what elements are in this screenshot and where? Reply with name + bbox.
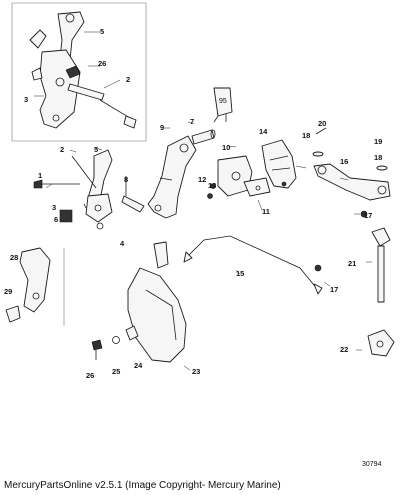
- label-5-inset: 5: [100, 27, 104, 36]
- label-14: 15: [236, 269, 244, 278]
- label-2-inset: 2: [126, 75, 130, 84]
- cam-block-part: [207, 155, 271, 199]
- label-16: 16: [340, 157, 348, 166]
- shaft-part: [371, 227, 391, 303]
- label-4: 4: [120, 239, 125, 248]
- label-10: 10: [222, 143, 230, 152]
- label-22: 22: [340, 345, 348, 354]
- label-25: 25: [112, 367, 120, 376]
- label-21: 21: [348, 259, 356, 268]
- decal-95-part: 95: [213, 87, 233, 123]
- bracket-part: [147, 135, 197, 219]
- label-24: 24: [134, 361, 143, 370]
- spring-part: [121, 176, 145, 213]
- figure-code: 30794: [362, 461, 382, 468]
- shift-lever-part: [33, 149, 113, 230]
- housing-part: [127, 241, 187, 363]
- label-5-main: 5: [94, 145, 98, 154]
- label-8: 8: [124, 175, 128, 184]
- left-side-parts: [5, 247, 65, 326]
- label-18-left: 18: [302, 131, 310, 140]
- nut-part: [360, 210, 368, 218]
- decal-text: 95: [219, 98, 227, 105]
- mount-bracket-part: [367, 329, 395, 357]
- label-7: 7: [190, 117, 194, 126]
- label-2-main: 2: [60, 145, 64, 154]
- label-12: 12: [198, 175, 206, 184]
- link-arm-part: [312, 127, 391, 201]
- label-18-right: 18: [374, 153, 382, 162]
- part-labels: 5 26 2 3 7 9 14 20 18 19 18 16 2 5 10 12…: [4, 27, 382, 380]
- label-28: 28: [10, 253, 18, 262]
- label-23: 23: [192, 367, 200, 376]
- leader-lines: [34, 31, 372, 371]
- label-3-main: 3: [52, 203, 56, 212]
- sleeve-part: [191, 129, 216, 145]
- label-26: 26: [86, 371, 94, 380]
- fastener-parts: [91, 325, 139, 360]
- label-15: 14: [259, 127, 268, 136]
- label-13: 13: [208, 181, 216, 190]
- cable-part: [183, 235, 323, 295]
- label-19: 19: [374, 137, 382, 146]
- inset-frame: [11, 2, 147, 142]
- label-1: 1: [38, 171, 42, 180]
- copyright-footer: MercuryPartsOnline v2.5.1 (Image Copyrig…: [4, 480, 281, 491]
- label-17-right: 17: [364, 211, 372, 220]
- switch-part: [261, 139, 297, 189]
- inset-lever-assembly: [29, 11, 137, 129]
- label-11: 11: [262, 207, 270, 216]
- label-17-lower: 17: [330, 285, 338, 294]
- label-9: 9: [160, 123, 164, 132]
- label-6: 6: [54, 215, 58, 224]
- label-20: 20: [318, 119, 326, 128]
- label-3-inset: 3: [24, 95, 28, 104]
- label-27: 26: [98, 59, 106, 68]
- label-29: 29: [4, 287, 12, 296]
